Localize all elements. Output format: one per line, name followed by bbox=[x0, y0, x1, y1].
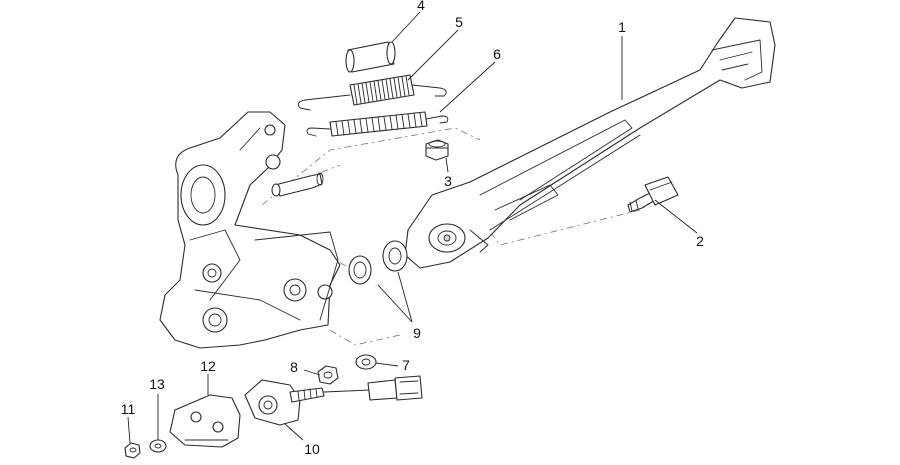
flange-nut bbox=[425, 139, 449, 161]
spring-outer bbox=[306, 111, 449, 137]
nut bbox=[317, 365, 339, 385]
callout-8: 8 bbox=[290, 359, 298, 375]
leader-lines bbox=[127, 11, 698, 444]
nut-small bbox=[124, 442, 141, 459]
callout-5: 5 bbox=[455, 14, 463, 30]
mounting-bolt bbox=[271, 172, 324, 197]
callout-labels: 1 2 3 4 5 6 7 8 9 10 11 12 13 bbox=[121, 0, 704, 457]
callout-1: 1 bbox=[618, 19, 626, 35]
washer-pair bbox=[348, 240, 408, 285]
washer-small bbox=[149, 439, 167, 453]
callout-9: 9 bbox=[413, 325, 421, 341]
spring-inner bbox=[297, 74, 447, 111]
mounting-bracket bbox=[159, 111, 341, 349]
callout-7: 7 bbox=[402, 357, 410, 373]
side-stand-switch bbox=[244, 375, 423, 426]
pivot-bolt bbox=[627, 176, 679, 213]
callout-6: 6 bbox=[493, 46, 501, 62]
callout-4: 4 bbox=[417, 0, 425, 13]
bushing bbox=[345, 41, 396, 73]
callout-13: 13 bbox=[149, 376, 165, 392]
side-stand bbox=[404, 17, 776, 269]
callout-3: 3 bbox=[444, 173, 452, 189]
callout-10: 10 bbox=[304, 441, 320, 457]
washer bbox=[355, 354, 377, 370]
callout-11: 11 bbox=[121, 401, 136, 417]
callout-2: 2 bbox=[696, 233, 704, 249]
callout-12: 12 bbox=[200, 358, 216, 374]
switch-bracket bbox=[169, 394, 241, 448]
